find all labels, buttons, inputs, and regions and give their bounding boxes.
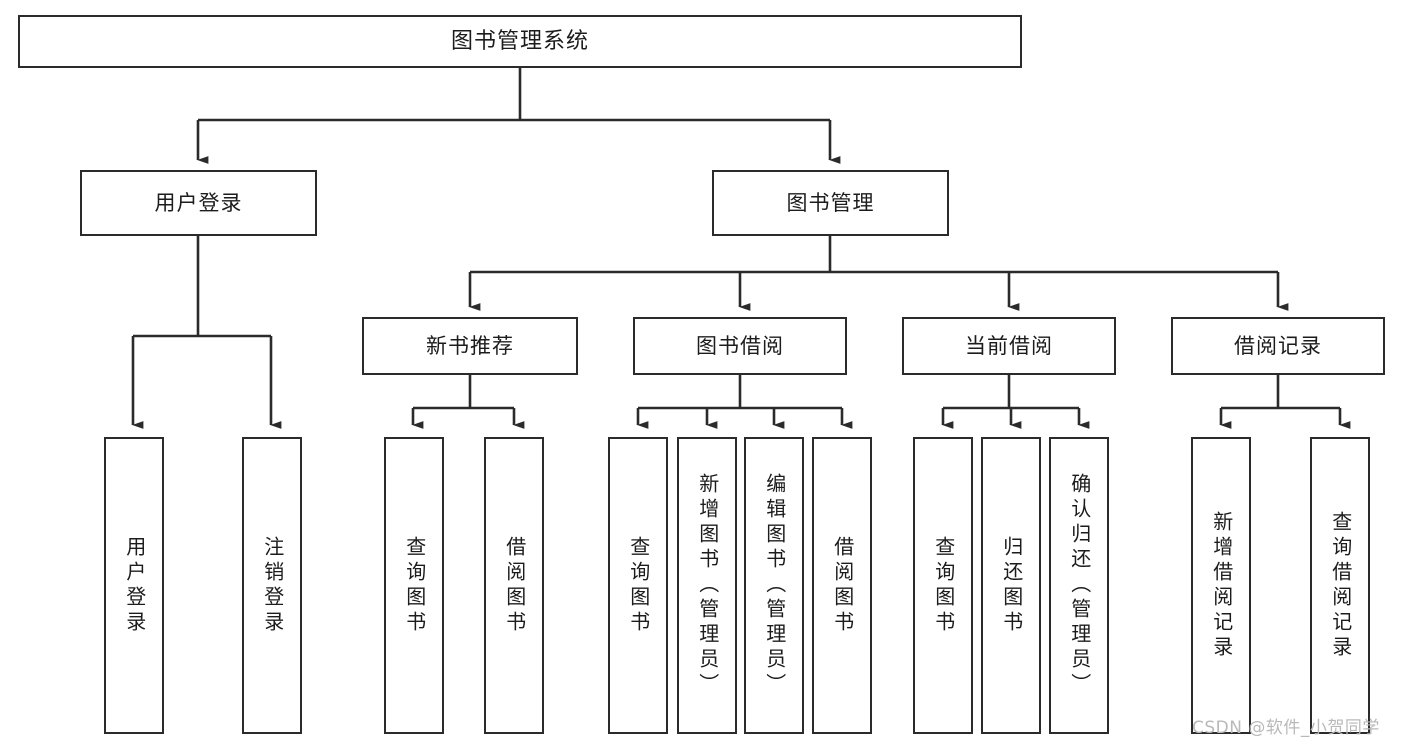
node-label: 图书管理系统 <box>450 28 589 54</box>
node-label: 归还图书 <box>999 535 1024 636</box>
node-user-login[interactable]: 用户登录 <box>80 170 317 236</box>
node-book-management[interactable]: 图书管理 <box>712 170 949 236</box>
watermark: CSDN @软件_小贺同学 <box>1192 718 1380 738</box>
leaf-book-borrow-borrow-book[interactable]: 借阅图书 <box>812 437 872 734</box>
node-label: 图书借阅 <box>696 333 784 358</box>
leaf-new-book-borrow-book[interactable]: 借阅图书 <box>484 437 544 734</box>
leaf-current-borrow-return-book[interactable]: 归还图书 <box>981 437 1041 734</box>
node-label: 查询借阅记录 <box>1328 510 1353 661</box>
leaf-current-borrow-query-book[interactable]: 查询图书 <box>913 437 973 734</box>
node-label: 借阅图书 <box>830 535 855 636</box>
leaf-book-borrow-add-book-admin[interactable]: 新增图书（管理员） <box>677 437 737 734</box>
node-new-book-recommend[interactable]: 新书推荐 <box>362 317 578 375</box>
node-label: 注销登录 <box>260 535 285 636</box>
node-current-borrow[interactable]: 当前借阅 <box>902 317 1116 375</box>
leaf-borrow-record-query-record[interactable]: 查询借阅记录 <box>1310 437 1370 734</box>
node-label: 当前借阅 <box>965 333 1053 358</box>
node-label: 借阅图书 <box>502 535 527 636</box>
node-label: 新增借阅记录 <box>1209 510 1234 661</box>
leaf-user-login-login[interactable]: 用户登录 <box>104 437 164 734</box>
node-label: 新增图书（管理员） <box>695 473 720 698</box>
node-book-borrow[interactable]: 图书借阅 <box>633 317 847 375</box>
node-label: 新书推荐 <box>426 333 514 358</box>
leaf-book-borrow-edit-book-admin[interactable]: 编辑图书（管理员） <box>744 437 804 734</box>
node-label: 编辑图书（管理员） <box>762 473 787 698</box>
node-label: 查询图书 <box>402 535 427 636</box>
node-label: 用户登录 <box>122 535 147 636</box>
node-label: 查询图书 <box>931 535 956 636</box>
node-label: 查询图书 <box>626 535 651 636</box>
leaf-new-book-query-book[interactable]: 查询图书 <box>384 437 444 734</box>
leaf-book-borrow-query-book[interactable]: 查询图书 <box>608 437 668 734</box>
node-label: 借阅记录 <box>1234 333 1322 358</box>
leaf-user-login-logout[interactable]: 注销登录 <box>242 437 302 734</box>
node-borrow-record[interactable]: 借阅记录 <box>1171 317 1385 375</box>
node-label: 用户登录 <box>154 190 243 215</box>
node-label: 确认归还（管理员） <box>1067 473 1092 698</box>
node-label: 图书管理 <box>786 190 875 215</box>
leaf-current-borrow-confirm-return-admin[interactable]: 确认归还（管理员） <box>1049 437 1109 734</box>
leaf-borrow-record-add-record[interactable]: 新增借阅记录 <box>1191 437 1251 734</box>
node-root-book-management-system[interactable]: 图书管理系统 <box>18 15 1022 68</box>
